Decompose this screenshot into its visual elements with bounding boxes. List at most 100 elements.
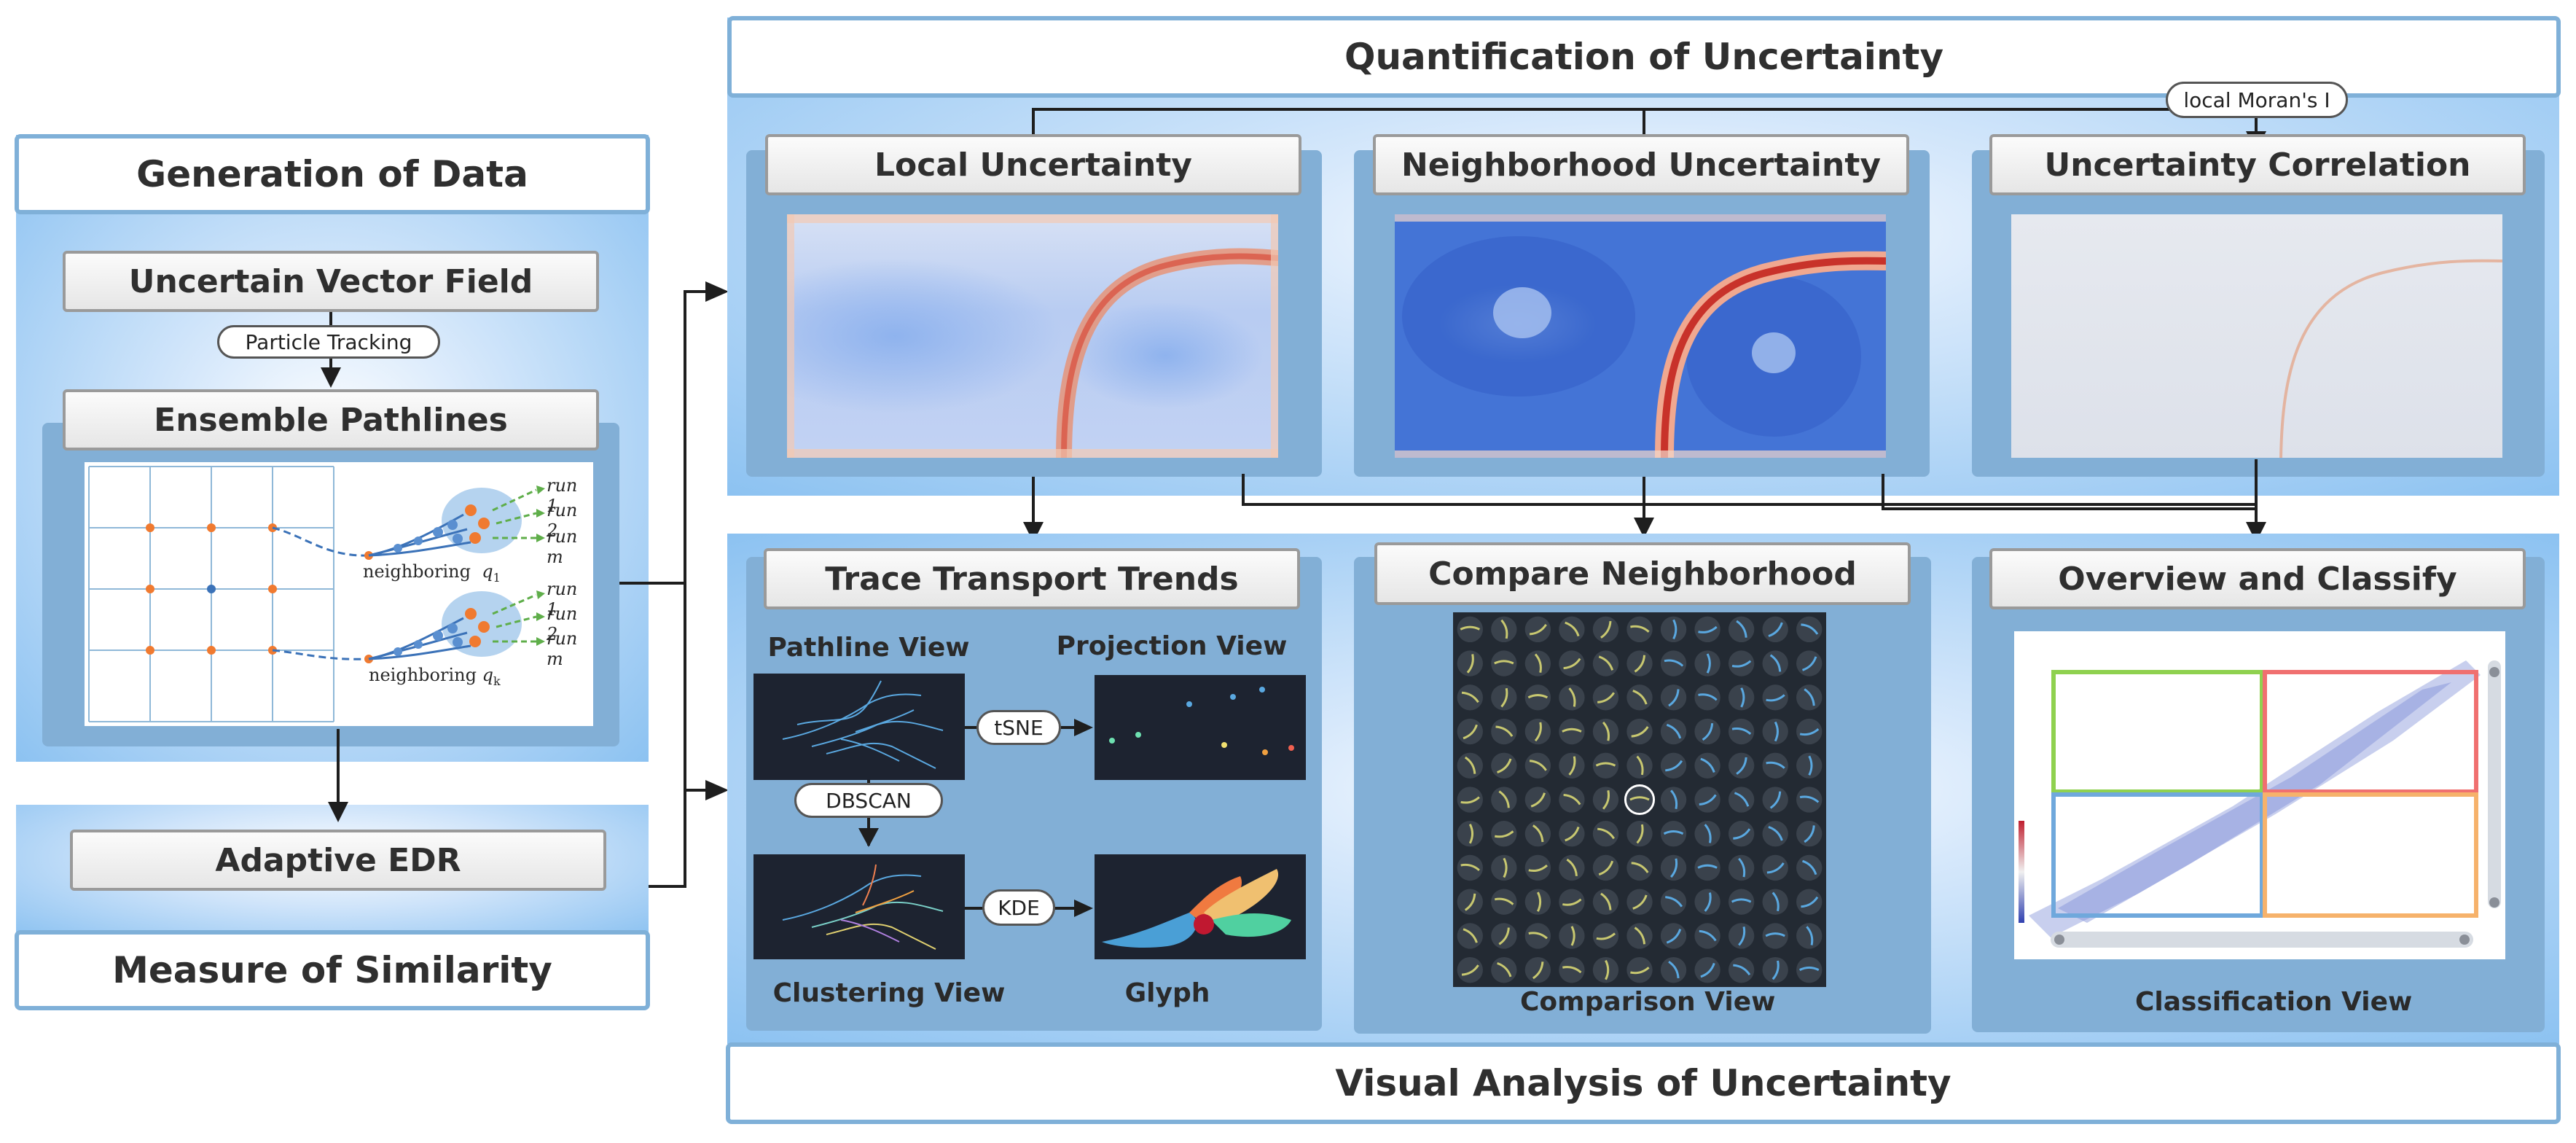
comparison-view-caption: Comparison View [1520, 987, 1776, 1017]
glyph-stroke [1699, 794, 1717, 806]
glyph-stroke [1736, 757, 1747, 775]
glyph-cell [1626, 787, 1653, 813]
glyph-cell [1626, 956, 1653, 983]
glyph-cell [1762, 923, 1788, 949]
glyph-cell [1559, 956, 1585, 983]
connector [2255, 108, 2258, 137]
glyph-stroke [1495, 725, 1514, 737]
glyph-stroke [1632, 690, 1648, 705]
glyph-stroke [1801, 623, 1819, 635]
glyph-stroke [1808, 755, 1813, 776]
glyph-cell [1762, 684, 1788, 711]
glyph-cell [1457, 956, 1483, 983]
tsne-cloud: tSNE [976, 710, 1061, 745]
glyph-stroke [1699, 929, 1717, 942]
glyph-stroke [1630, 967, 1650, 975]
comparison-view-image [1453, 612, 1826, 987]
glyph-cell [1491, 854, 1517, 881]
connector [619, 582, 686, 585]
glyph-cell [1491, 889, 1517, 915]
glyph-cell [1728, 821, 1755, 847]
arrowhead-icon [858, 828, 879, 847]
run-label-top-2: run 2 [547, 500, 578, 541]
uncertain-vector-field-label: Uncertain Vector Field [63, 251, 599, 312]
glyph-cell [1796, 923, 1823, 949]
uncertainty-correlation-heatmap [2011, 214, 2502, 458]
glyph-cell [1524, 923, 1551, 949]
heatmap-features [787, 214, 1278, 458]
glyph-stroke [1768, 622, 1783, 638]
glyph-stroke [1602, 721, 1610, 741]
glyph-stroke [1494, 830, 1514, 838]
glyph-cell [1762, 718, 1788, 745]
neighboring-qk-label: neighboring qk [369, 665, 501, 688]
glyph-stroke [1801, 656, 1817, 671]
glyph-cell [1796, 752, 1823, 779]
projection-view-image [1095, 675, 1306, 780]
run-label-top-1: run 1 [547, 475, 578, 516]
glyph-cell [1762, 787, 1788, 813]
glyph-stroke [1494, 660, 1514, 665]
glyph-stroke [1631, 726, 1649, 738]
glyph-stroke [1597, 692, 1615, 703]
glyph-stroke [1733, 964, 1751, 976]
glyph-cell [1660, 787, 1687, 813]
glyph-cell [1626, 650, 1653, 676]
glyph-stroke [1461, 691, 1479, 703]
connector [965, 726, 979, 729]
glyph-stroke [1537, 892, 1542, 912]
glyph-stroke [1500, 619, 1508, 639]
glyph-stroke [1464, 893, 1476, 911]
glyph-stroke [1636, 824, 1644, 844]
q-subscript: k [493, 674, 501, 688]
glyph-cell [1728, 616, 1755, 643]
glyph-cell [1728, 752, 1755, 779]
glyph-cell [1457, 616, 1483, 643]
connector [1032, 108, 1035, 137]
glyph-stroke [1731, 660, 1752, 668]
glyph-cell [1457, 787, 1483, 813]
glyph-cell [1559, 854, 1585, 881]
glyph-cell [1660, 684, 1687, 711]
glyph-cell [1592, 787, 1619, 813]
connector [1882, 507, 2258, 510]
glyph-cell [1491, 821, 1517, 847]
run-label-bottom-1: run 1 [547, 579, 578, 620]
glyph-cell [1728, 684, 1755, 711]
glyph-stroke [1768, 826, 1783, 841]
neighboring-text: neighboring [363, 561, 471, 582]
glyph-cell [1796, 854, 1823, 881]
glyph-stroke [1630, 625, 1650, 633]
arrowhead-icon [2246, 522, 2266, 542]
glyph-stroke [1804, 688, 1815, 706]
glyph-stroke [1799, 966, 1820, 971]
glyph-cell [1457, 889, 1483, 915]
glyph-cell [1796, 718, 1823, 745]
glyph-stroke [1463, 724, 1478, 740]
glyph-stroke [1497, 758, 1512, 773]
connector [684, 290, 686, 888]
kde-cloud: KDE [982, 889, 1055, 926]
glyph-cell [1694, 787, 1720, 813]
glyph-cell [1660, 889, 1687, 915]
particle-tracking-cloud: Particle Tracking [217, 325, 440, 359]
glyph-stroke [1706, 653, 1711, 674]
glyph-cell [1660, 718, 1687, 745]
glyph-cell [1457, 821, 1483, 847]
glyph-cell [1592, 923, 1619, 949]
glyph-stroke [1733, 828, 1751, 840]
glyph-stroke [1670, 789, 1678, 809]
glyph-cell [1524, 821, 1551, 847]
uncertainty-correlation-label: Uncertainty Correlation [1989, 134, 2526, 195]
neighborhood-uncertainty-label: Neighborhood Uncertainty [1373, 134, 1909, 195]
glyph-cell [1559, 684, 1585, 711]
glyph-cell [1660, 650, 1687, 676]
glyph-cell [1626, 889, 1653, 915]
glyph-stroke [1734, 792, 1750, 807]
glyph-stroke [1600, 620, 1612, 639]
glyph-cell [1457, 923, 1483, 949]
glyph-stroke [1600, 892, 1612, 910]
glyph-cell [1694, 616, 1720, 643]
arrowhead-icon [1074, 900, 1093, 917]
glyph-cell [1694, 956, 1720, 983]
